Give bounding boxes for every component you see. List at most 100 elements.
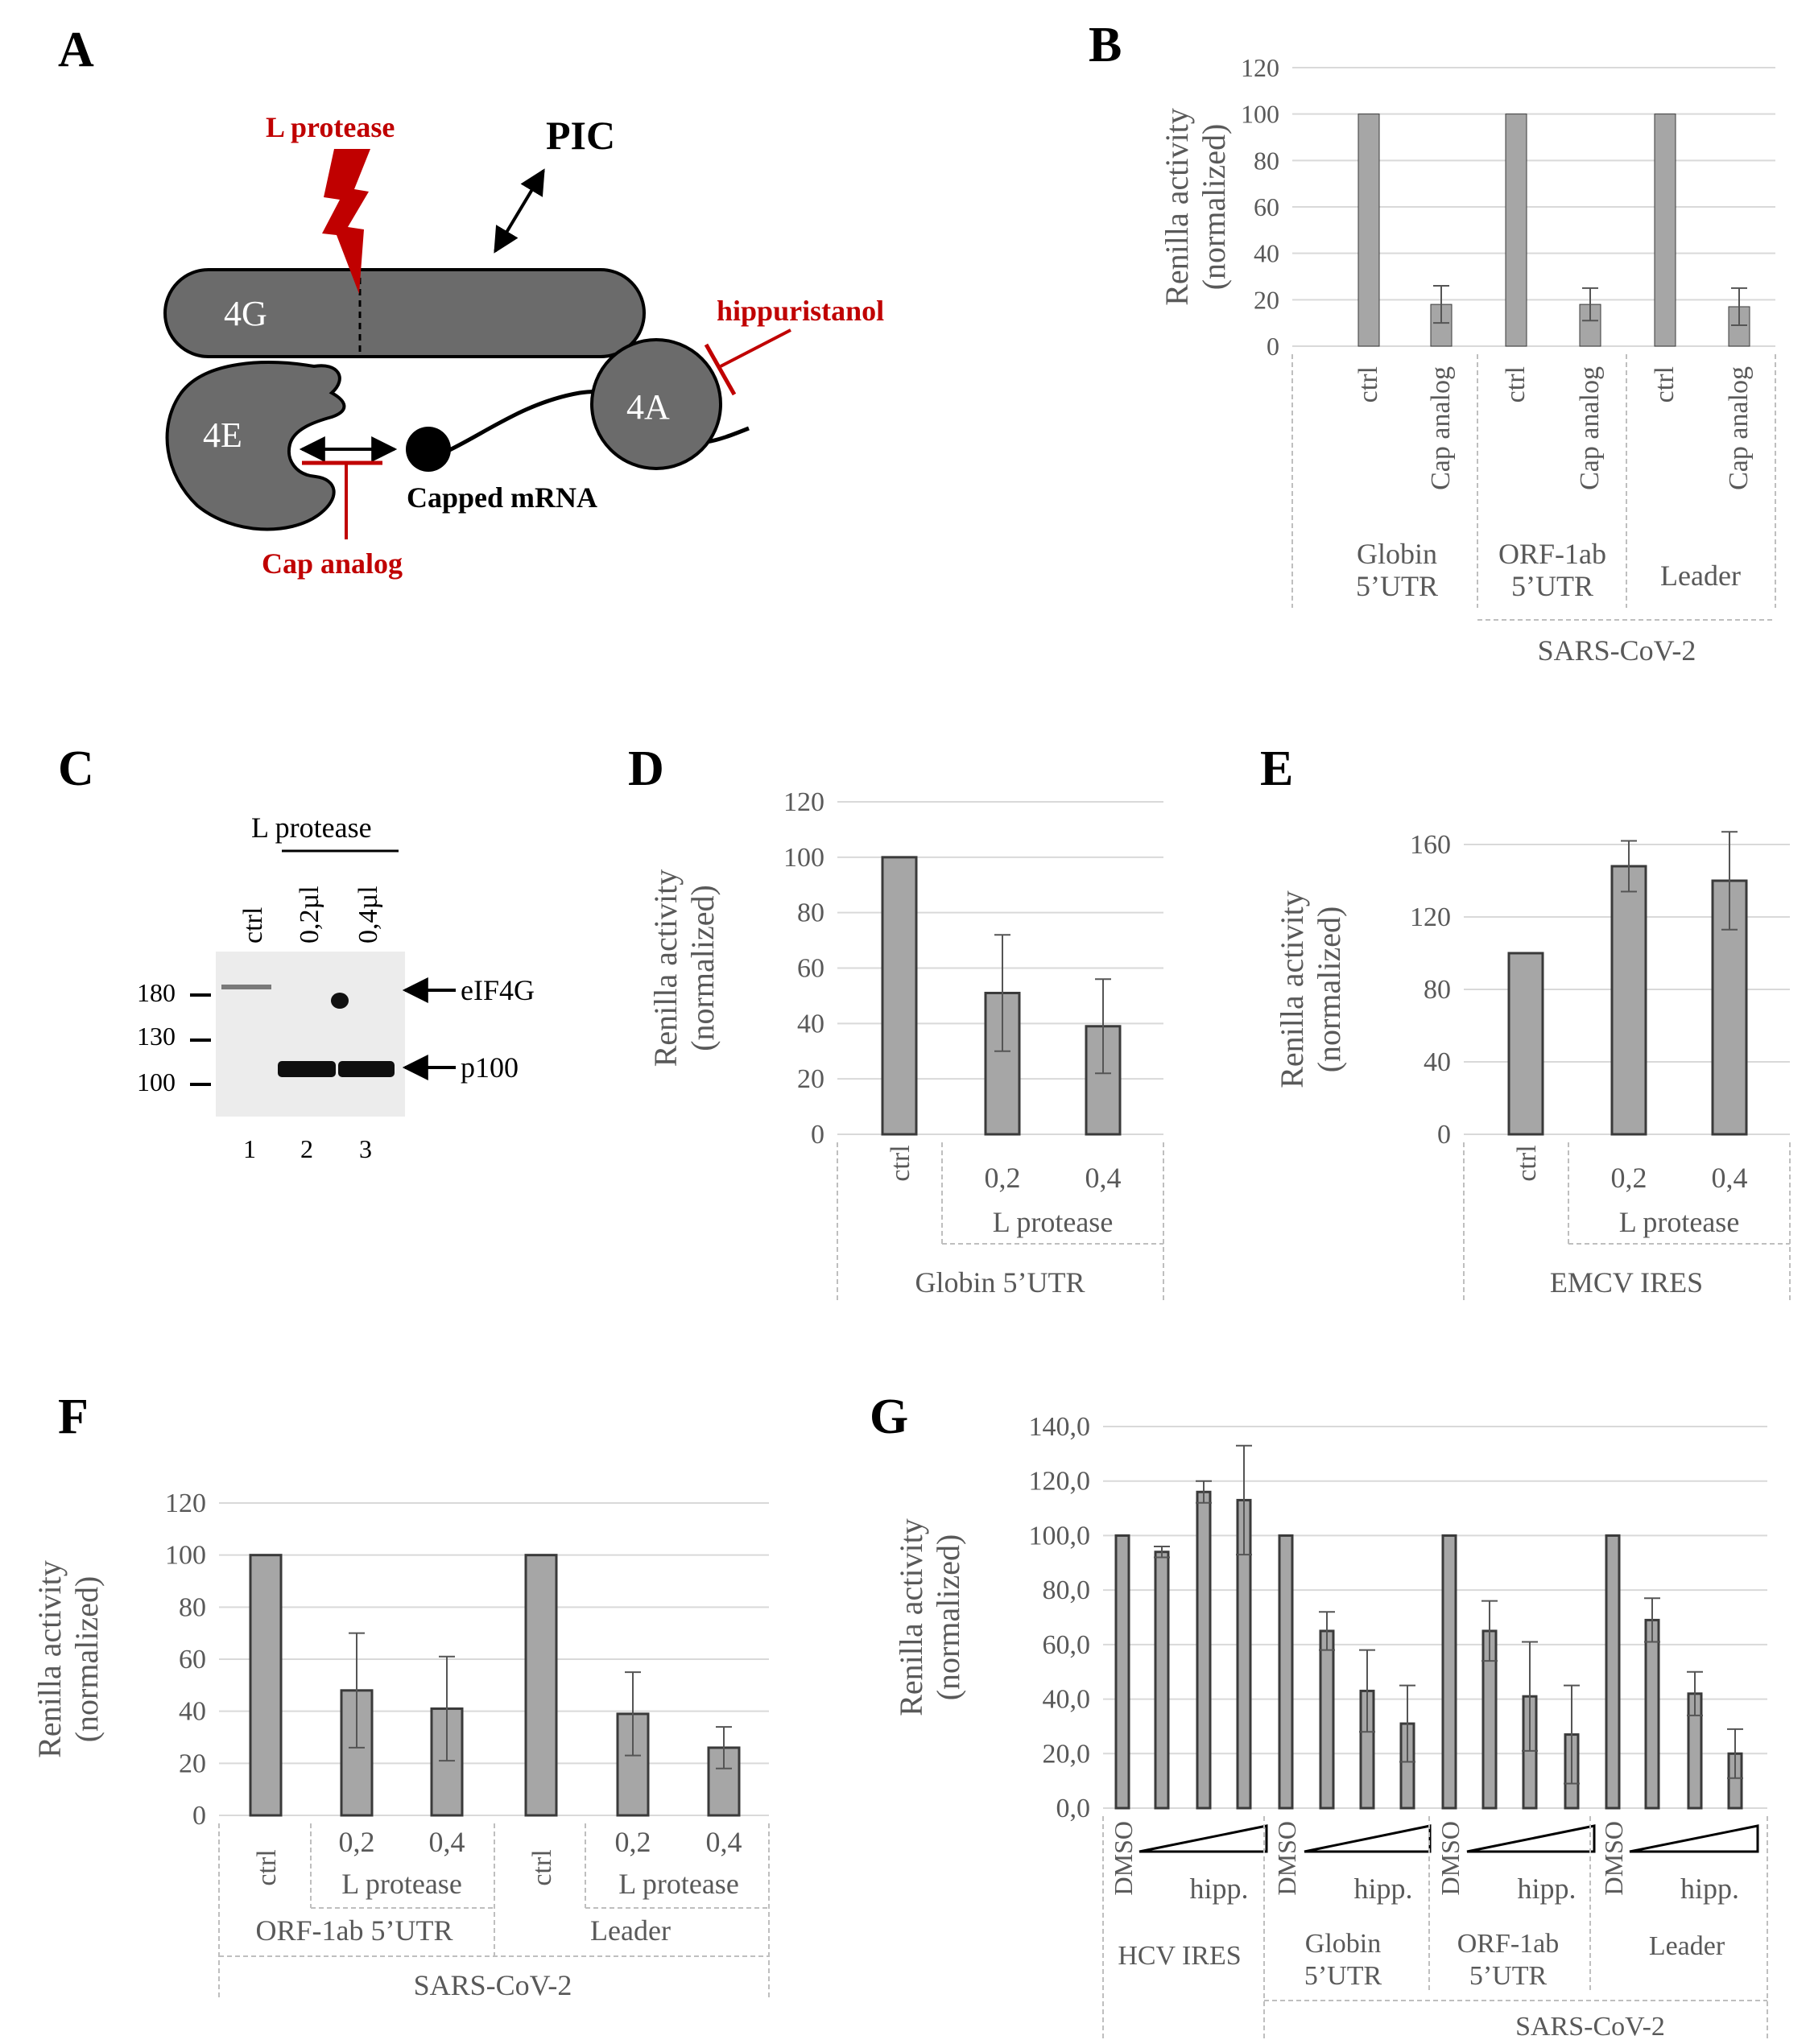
group-label: Globin 5’UTR bbox=[915, 1266, 1085, 1299]
supergroup-label: SARS-CoV-2 bbox=[1538, 634, 1696, 667]
x-tick-label: hipp. bbox=[1353, 1873, 1412, 1905]
x-tick-label: hipp. bbox=[1189, 1873, 1248, 1905]
group-label-line: 5’UTR bbox=[1511, 570, 1593, 602]
cap-structure bbox=[406, 427, 451, 472]
y-tick-label: 140,0 bbox=[1029, 1412, 1091, 1442]
sublabel: L protease bbox=[618, 1868, 739, 1900]
panel-letter-c: C bbox=[58, 741, 94, 796]
y-tick-label: 60 bbox=[179, 1645, 206, 1674]
group-label-line: Leader bbox=[1649, 1931, 1725, 1961]
eif4a-protein bbox=[590, 338, 722, 470]
hippuristanol-label: hippuristanol bbox=[717, 295, 884, 327]
hippuristanol-inhibitor-line bbox=[720, 328, 791, 368]
eif4a-label: 4A bbox=[626, 387, 670, 427]
x-tick-label: DMSO bbox=[1109, 1821, 1138, 1895]
y-tick-label: 100 bbox=[783, 843, 824, 873]
y-tick-label: 100 bbox=[1241, 100, 1279, 129]
y-tick-label: 0 bbox=[1437, 1120, 1451, 1150]
blot-band-p100 bbox=[278, 1061, 336, 1077]
panel-letter-g: G bbox=[870, 1390, 908, 1444]
blot-lane-number: 3 bbox=[359, 1134, 372, 1163]
y-axis-title: Renilla activity(normalized) bbox=[647, 869, 721, 1067]
dose-triangle-icon bbox=[1629, 1824, 1759, 1853]
group-label-line: Globin bbox=[1357, 538, 1437, 570]
x-tick-label: 0,2 bbox=[1611, 1162, 1647, 1194]
eif4e-label: 4E bbox=[203, 415, 242, 455]
y-axis-title-line: (normalized) bbox=[684, 885, 721, 1051]
y-tick-label: 80 bbox=[797, 898, 824, 928]
y-tick-label: 120,0 bbox=[1029, 1467, 1091, 1497]
y-axis-title: Renilla activity(normalized) bbox=[893, 1518, 966, 1716]
pic-arrow bbox=[494, 168, 545, 254]
blot-band-p100 bbox=[338, 1061, 395, 1077]
group-label-line: Globin bbox=[1305, 1929, 1381, 1959]
group-label-line: 5’UTR bbox=[1469, 1961, 1548, 1991]
y-tick-label: 20 bbox=[1254, 285, 1279, 314]
y-axis-title: Renilla activity(normalized) bbox=[1159, 108, 1232, 306]
blot-spot bbox=[331, 993, 349, 1009]
lightning-bolt-icon bbox=[322, 149, 370, 294]
western-blot: L protease ctrl 0,2µl 0,4µl 180 130 100 … bbox=[137, 811, 535, 1163]
panel-letter-a: A bbox=[58, 23, 94, 77]
y-tick-label: 120 bbox=[783, 787, 824, 817]
y-tick-label: 100,0 bbox=[1029, 1521, 1091, 1551]
capped-mrna-label: Capped mRNA bbox=[407, 481, 597, 514]
y-tick-label: 60 bbox=[1254, 192, 1279, 221]
bar bbox=[1154, 1551, 1170, 1810]
bar bbox=[881, 856, 918, 1136]
y-tick-label: 80,0 bbox=[1043, 1575, 1091, 1605]
x-tick-label: ctrl bbox=[1353, 366, 1383, 403]
y-tick-label: 80 bbox=[1424, 975, 1451, 1005]
y-axis-title-line: Renilla activity bbox=[647, 869, 684, 1067]
y-axis-title-line: Renilla activity bbox=[1159, 108, 1195, 306]
y-tick-label: 160 bbox=[1410, 830, 1451, 860]
y-axis-title-line: Renilla activity bbox=[1274, 890, 1310, 1088]
y-tick-label: 40 bbox=[797, 1009, 824, 1039]
x-tick-label: Cap analog bbox=[1575, 366, 1605, 490]
y-tick-label: 120 bbox=[165, 1489, 206, 1518]
x-tick-label: ctrl bbox=[252, 1849, 282, 1885]
x-tick-label: Cap analog bbox=[1426, 366, 1456, 490]
sublabel: L protease bbox=[341, 1868, 462, 1900]
y-axis-title: Renilla activity(normalized) bbox=[31, 1560, 105, 1758]
cap-analog-label: Cap analog bbox=[262, 547, 403, 580]
x-tick-label: 0,4 bbox=[706, 1826, 742, 1858]
dose-triangle-icon bbox=[1304, 1824, 1432, 1853]
panel-letter-e: E bbox=[1260, 741, 1293, 796]
y-tick-label: 20 bbox=[797, 1064, 824, 1094]
group-label: Leader bbox=[590, 1914, 671, 1947]
bar bbox=[1278, 1534, 1294, 1810]
x-tick-label: 0,2 bbox=[985, 1162, 1021, 1194]
eif4g-label: 4G bbox=[224, 294, 267, 333]
sublabel: L protease bbox=[1619, 1206, 1740, 1238]
group-label-line: ORF-1ab bbox=[1498, 538, 1606, 570]
blot-lane-number: 2 bbox=[300, 1134, 313, 1163]
y-tick-label: 0,0 bbox=[1056, 1794, 1091, 1823]
bar bbox=[1505, 114, 1527, 347]
bar bbox=[1654, 114, 1676, 347]
x-tick-label: 0,2 bbox=[615, 1826, 651, 1858]
x-tick-label: DMSO bbox=[1272, 1821, 1301, 1895]
bar bbox=[1507, 952, 1544, 1136]
group-label-line: HCV IRES bbox=[1118, 1941, 1241, 1971]
x-tick-label: hipp. bbox=[1517, 1873, 1576, 1905]
group-label: ORF-1ab 5’UTR bbox=[256, 1914, 453, 1947]
y-tick-label: 20 bbox=[179, 1749, 206, 1778]
y-tick-label: 40 bbox=[179, 1697, 206, 1727]
blot-membrane bbox=[216, 952, 405, 1117]
x-tick-label: 0,2 bbox=[339, 1826, 375, 1858]
y-tick-label: 80 bbox=[1254, 146, 1279, 175]
y-tick-label: 80 bbox=[179, 1592, 206, 1622]
y-tick-label: 120 bbox=[1241, 53, 1279, 82]
y-tick-label: 40 bbox=[1254, 239, 1279, 268]
bar bbox=[249, 1554, 283, 1817]
bar bbox=[1358, 114, 1380, 347]
